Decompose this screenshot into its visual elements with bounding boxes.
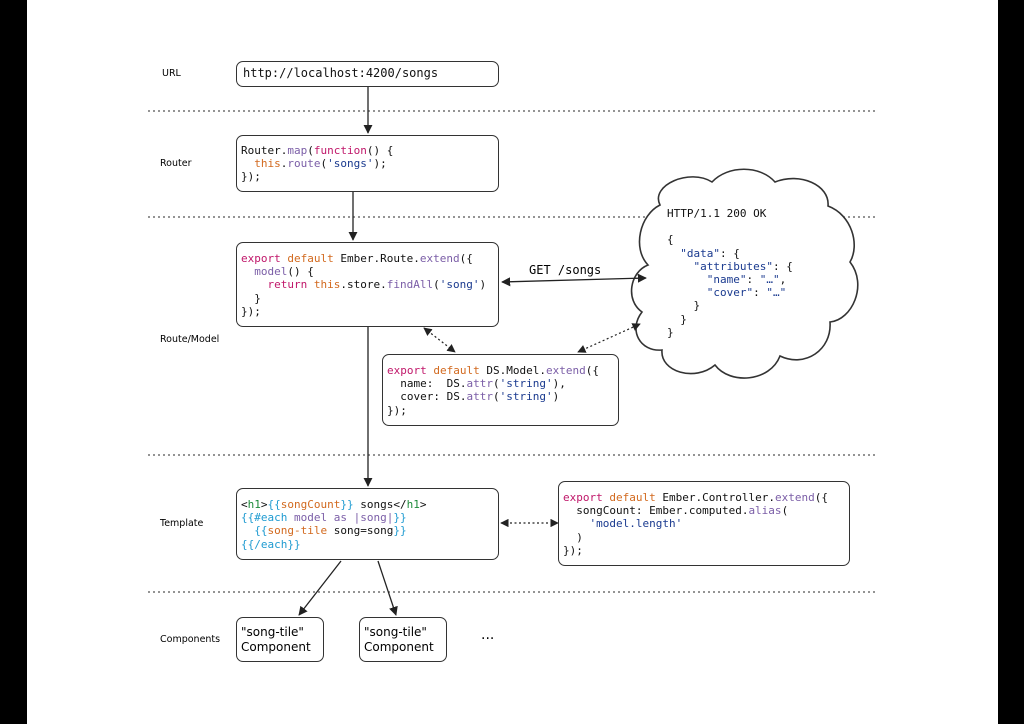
server-response-code: HTTP/1.1 200 OK { "data": { "attributes"…: [667, 207, 793, 339]
router-box: Router.map(function() { this.route('song…: [236, 135, 499, 192]
lane-label-template: Template: [160, 518, 204, 529]
lane-label-router: Router: [160, 158, 192, 169]
route-box: export default Ember.Route.extend({ mode…: [236, 242, 499, 327]
arrow-get-songs: [501, 273, 647, 287]
more-components-ellipsis: ...: [481, 627, 495, 643]
arrow-model-server-dotted: [577, 323, 641, 353]
lane-label-url: URL: [162, 68, 181, 79]
get-songs-label: GET /songs: [529, 263, 602, 277]
controller-code: export default Ember.Controller.extend({…: [563, 491, 828, 557]
route-code: export default Ember.Route.extend({ mode…: [241, 252, 487, 318]
controller-box: export default Ember.Controller.extend({…: [558, 481, 850, 566]
router-code: Router.map(function() { this.route('song…: [241, 144, 394, 184]
component-box: "song-tile" Component: [236, 617, 324, 662]
url-box: http://localhost:4200/songs: [236, 61, 499, 87]
server-cloud: [630, 168, 859, 379]
template-code: <h1>{{songCount}} songs</h1> {{#each mod…: [241, 498, 427, 551]
lane-label-components: Components: [160, 634, 221, 645]
model-code: export default DS.Model.extend({ name: D…: [387, 364, 599, 417]
url-text: http://localhost:4200/songs: [243, 66, 439, 80]
model-box: export default DS.Model.extend({ name: D…: [382, 354, 619, 426]
component-box: "song-tile" Component: [359, 617, 447, 662]
template-box: <h1>{{songCount}} songs</h1> {{#each mod…: [236, 488, 499, 560]
arrow-template-to-component-2: [377, 560, 398, 616]
arrow-template-to-component-1: [298, 560, 342, 616]
arrow-route-model-dotted: [423, 327, 456, 353]
component-label: "song-tile" Component: [241, 625, 311, 654]
component-label: "song-tile" Component: [364, 625, 434, 654]
lane-label-route-model: Route/Model: [160, 334, 220, 345]
